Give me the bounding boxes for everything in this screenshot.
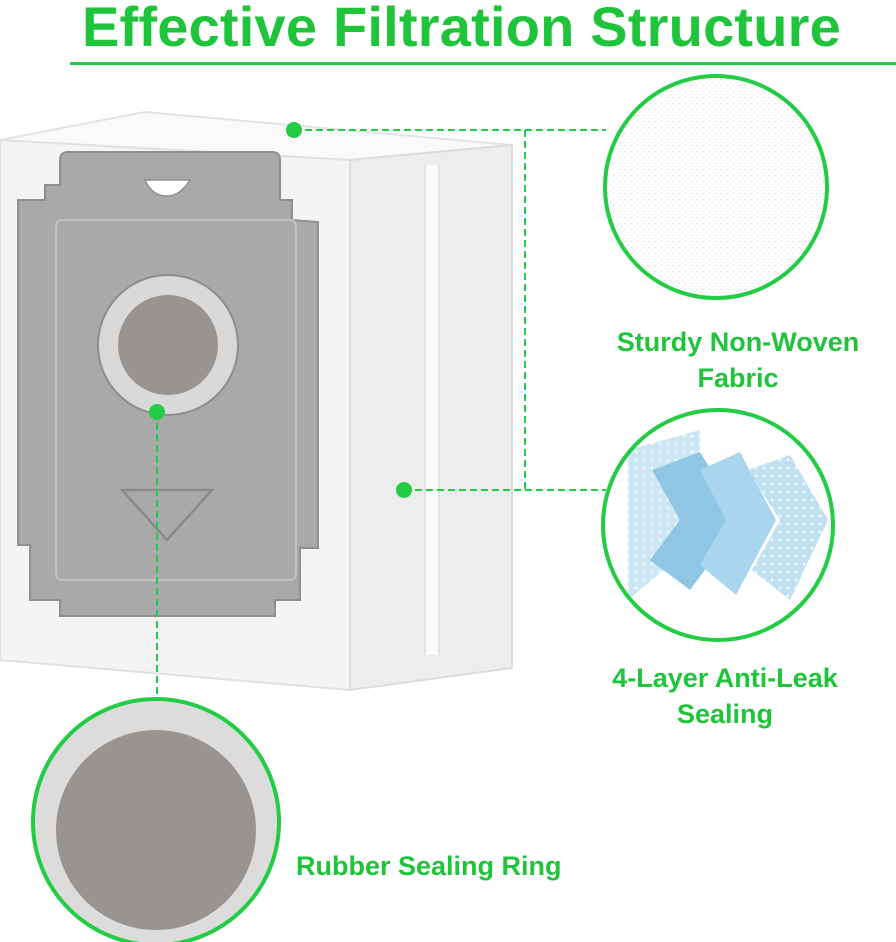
connector-lines bbox=[156, 129, 606, 706]
marker-dot bbox=[149, 404, 165, 420]
feature-label-fabric: Sturdy Non-Woven Fabric bbox=[596, 324, 880, 396]
feature-label-sealing: 4-Layer Anti-Leak Sealing bbox=[590, 660, 860, 732]
feature-label-ring: Rubber Sealing Ring bbox=[296, 851, 562, 881]
title-underline bbox=[70, 62, 896, 65]
sealing-line2: Sealing bbox=[676, 699, 774, 729]
layered-filter-icon bbox=[601, 408, 835, 642]
page-title: Effective Filtration Structure bbox=[82, 0, 842, 58]
fabric-line2: Fabric bbox=[697, 363, 779, 393]
rubber-ring-icon bbox=[31, 697, 281, 942]
marker-dot bbox=[286, 122, 302, 138]
collar-plate bbox=[17, 151, 319, 617]
fabric-line1: Sturdy Non-Woven bbox=[616, 327, 860, 357]
non-woven-fabric-icon bbox=[603, 74, 829, 300]
marker-dot bbox=[396, 482, 412, 498]
sealing-line1: 4-Layer Anti-Leak bbox=[612, 663, 838, 693]
